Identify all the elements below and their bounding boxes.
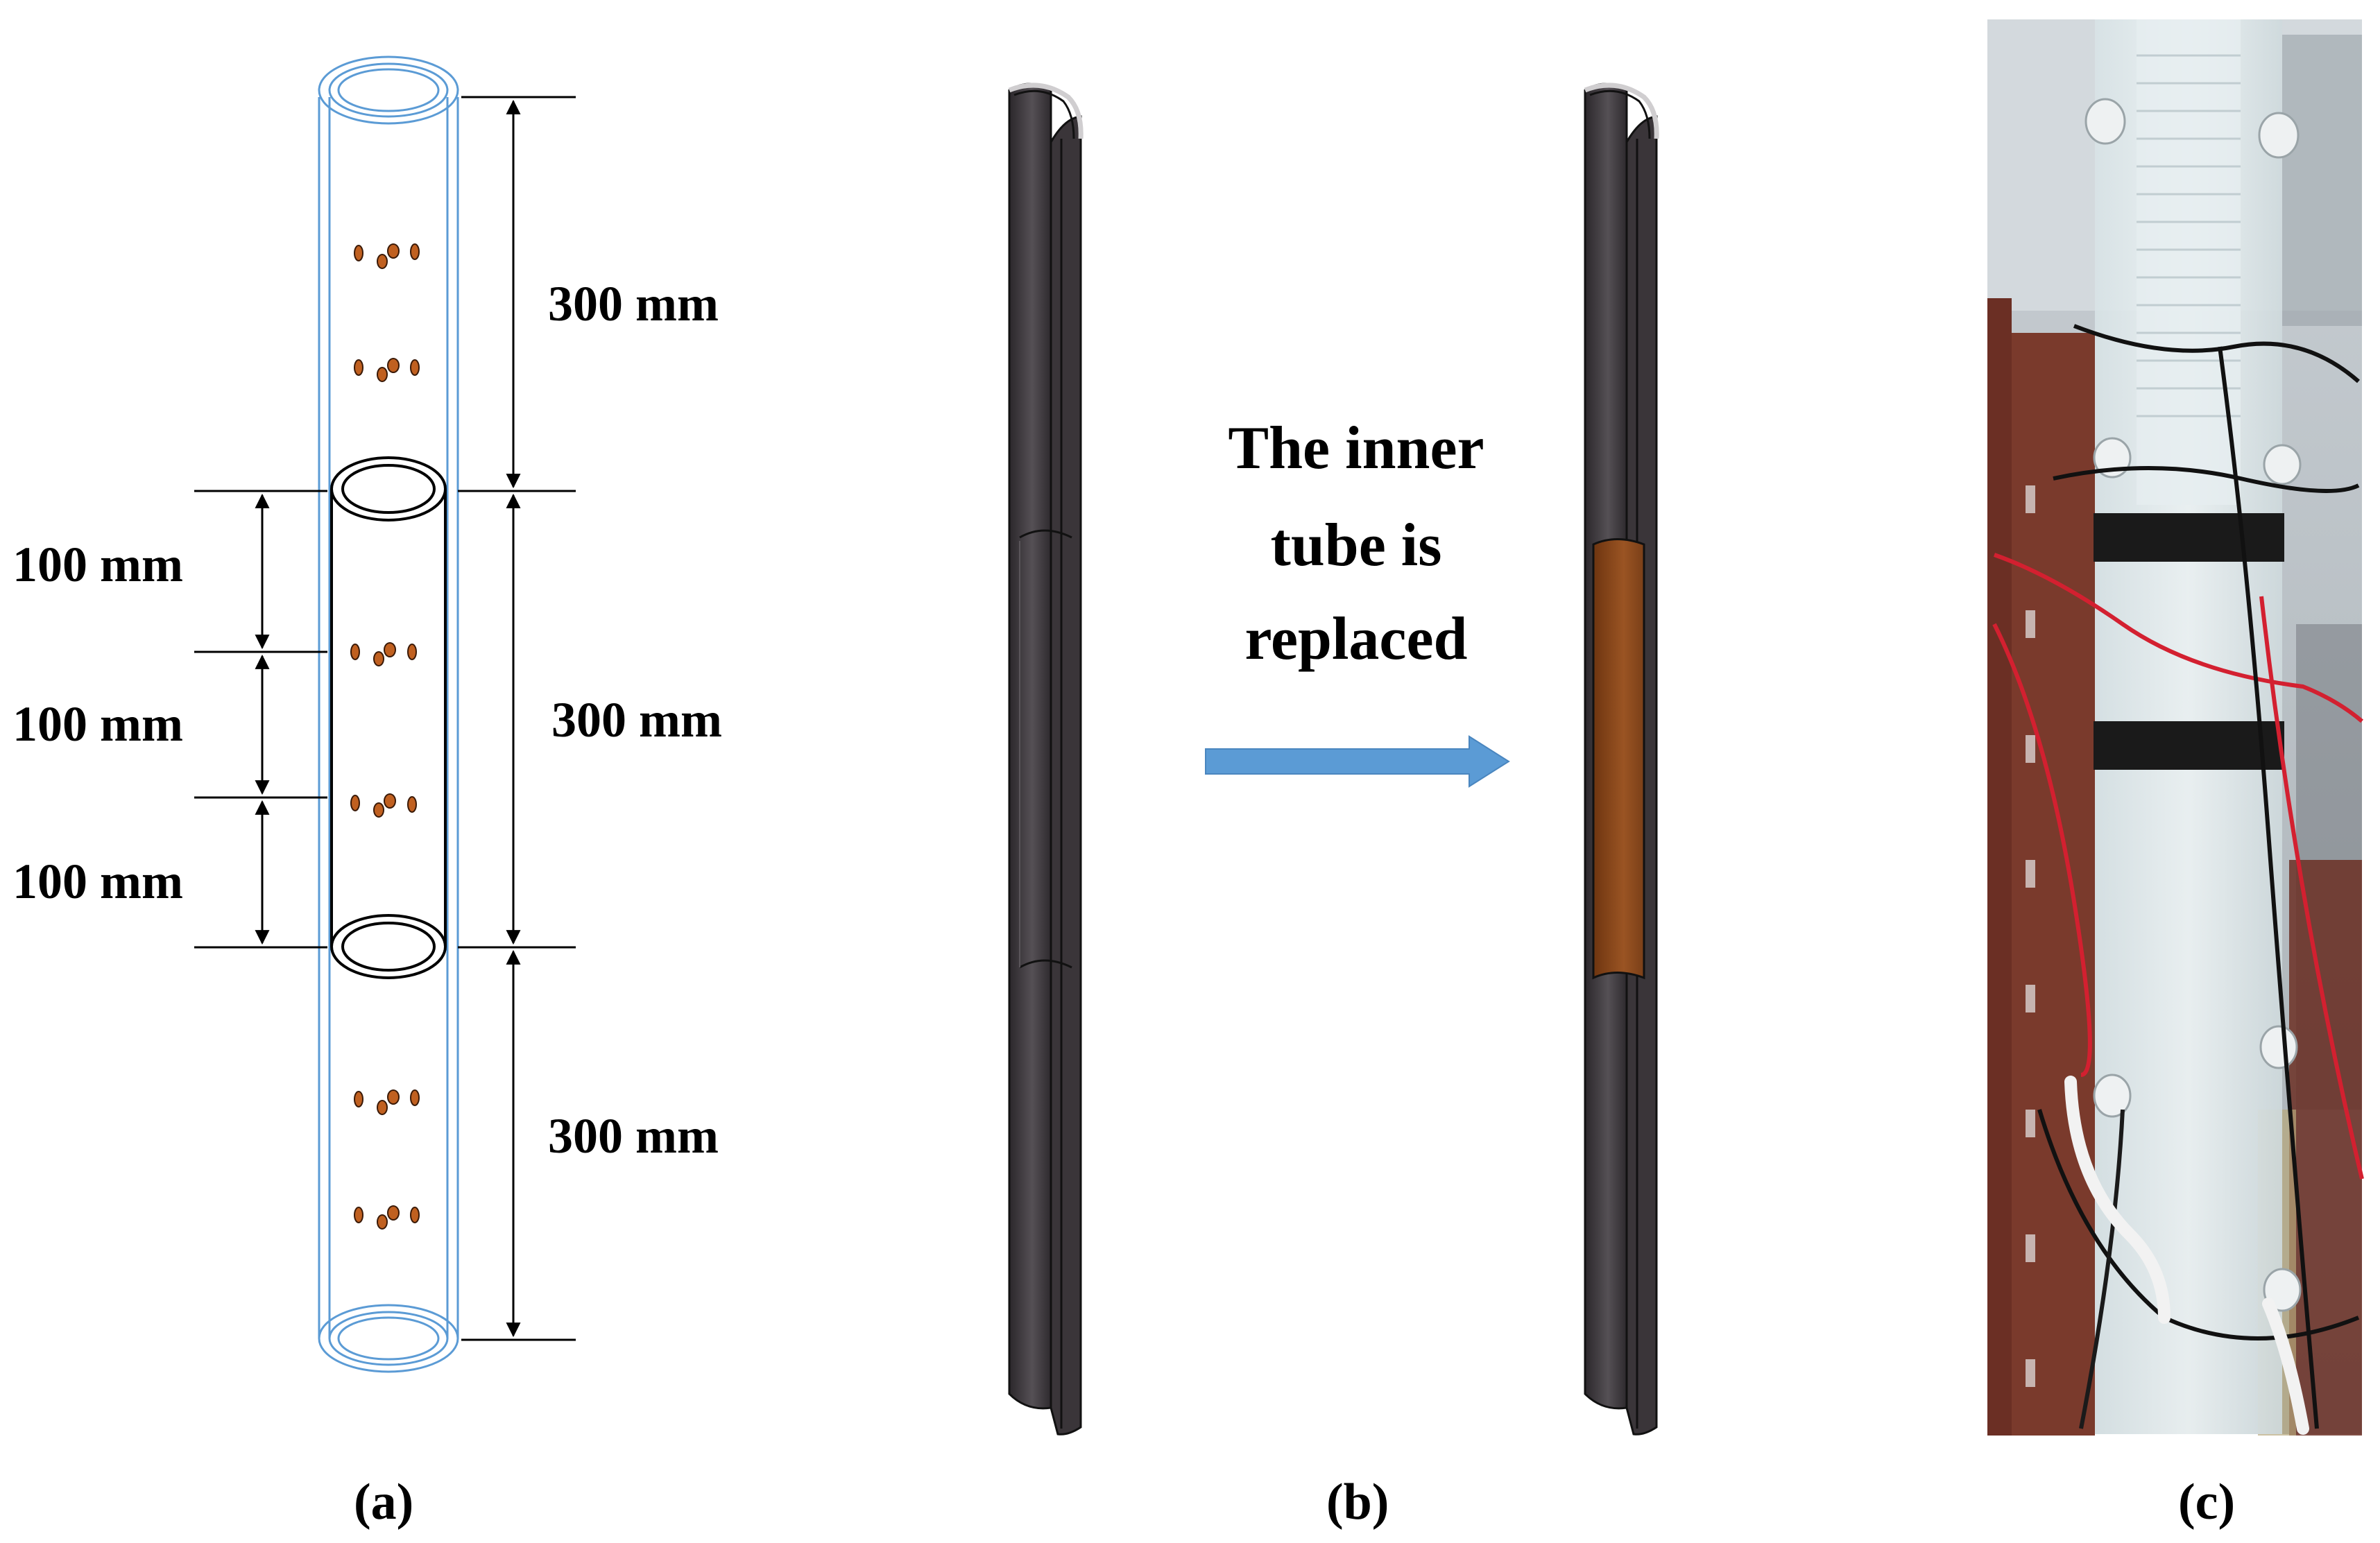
lab-photo-icon	[1987, 19, 2364, 1436]
particle-group-6	[354, 1205, 420, 1230]
tube-replaced	[1584, 83, 1659, 1436]
particle-group-2	[354, 358, 420, 382]
particle-group-3	[350, 642, 417, 666]
arrow-caption-line-1: The inner	[1228, 415, 1484, 482]
particle-group-1	[354, 243, 420, 269]
panel-b: The inner tube is replaced (b)	[1008, 83, 1659, 1531]
arrow-caption-line-2: tube is	[1271, 512, 1442, 579]
arrow-caption-line-3: replaced	[1245, 605, 1468, 673]
dim-label-middle: 300 mm	[551, 692, 722, 748]
particle-group-4	[350, 793, 417, 818]
dim-label-left-3: 100 mm	[12, 854, 183, 909]
inner-tube	[330, 456, 447, 979]
dimension-lines-left	[194, 490, 327, 949]
dim-label-left-1: 100 mm	[12, 537, 183, 592]
tube-original	[1008, 83, 1084, 1436]
replaced-section	[1592, 538, 1645, 980]
panel-a: 300 mm 300 mm 300 mm 100 mm 100 mm 100 m…	[12, 55, 722, 1531]
dimension-lines-right	[458, 96, 576, 1341]
panel-c: (c)	[1987, 19, 2364, 1531]
caption-b: (b)	[1326, 1474, 1389, 1531]
caption-c: (c)	[2178, 1474, 2235, 1531]
particle-group-5	[354, 1089, 420, 1115]
dim-label-bottom: 300 mm	[548, 1108, 719, 1164]
dim-label-top: 300 mm	[548, 276, 719, 331]
replace-arrow-icon	[1205, 735, 1510, 788]
particle-groups	[350, 243, 420, 1230]
outer-tube	[318, 55, 459, 1373]
dim-label-left-2: 100 mm	[12, 696, 183, 752]
caption-a: (a)	[354, 1474, 413, 1531]
